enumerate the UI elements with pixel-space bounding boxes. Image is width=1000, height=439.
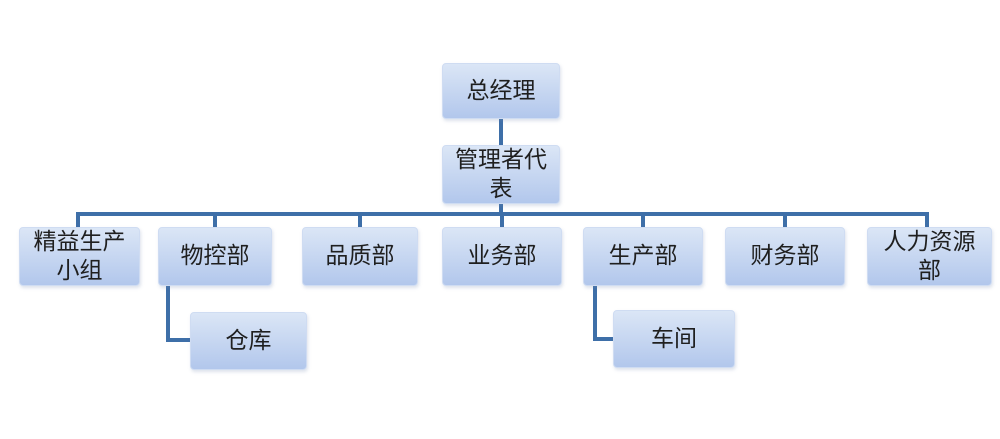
node-management-representative: 管理者代表 bbox=[442, 145, 560, 204]
node-quality-dept: 品质部 bbox=[302, 227, 418, 286]
connector-stub-finance bbox=[783, 212, 787, 228]
connector-production-to-workshop-v bbox=[593, 284, 597, 341]
node-lean-production-team: 精益生产小组 bbox=[19, 227, 140, 286]
connector-material-to-warehouse-v bbox=[166, 284, 170, 342]
node-hr-dept: 人力资源部 bbox=[867, 227, 992, 286]
node-finance-dept: 财务部 bbox=[725, 227, 845, 286]
connector-stub-quality bbox=[358, 212, 362, 228]
node-workshop: 车间 bbox=[613, 310, 735, 368]
node-business-dept: 业务部 bbox=[442, 227, 562, 286]
node-material-control-dept: 物控部 bbox=[158, 227, 272, 286]
connector-production-to-workshop-h bbox=[593, 337, 614, 341]
connector-material-to-warehouse-h bbox=[166, 338, 191, 342]
connector-gm-to-rep bbox=[499, 118, 503, 146]
connector-stub-material bbox=[213, 212, 217, 228]
connector-stub-business bbox=[500, 212, 504, 228]
node-production-dept: 生产部 bbox=[583, 227, 703, 286]
node-warehouse: 仓库 bbox=[190, 312, 307, 370]
connector-stub-hr bbox=[925, 212, 929, 228]
connector-rep-to-bus bbox=[499, 203, 503, 216]
connector-stub-lean bbox=[76, 212, 80, 228]
node-general-manager: 总经理 bbox=[442, 63, 560, 119]
connector-stub-production bbox=[641, 212, 645, 228]
